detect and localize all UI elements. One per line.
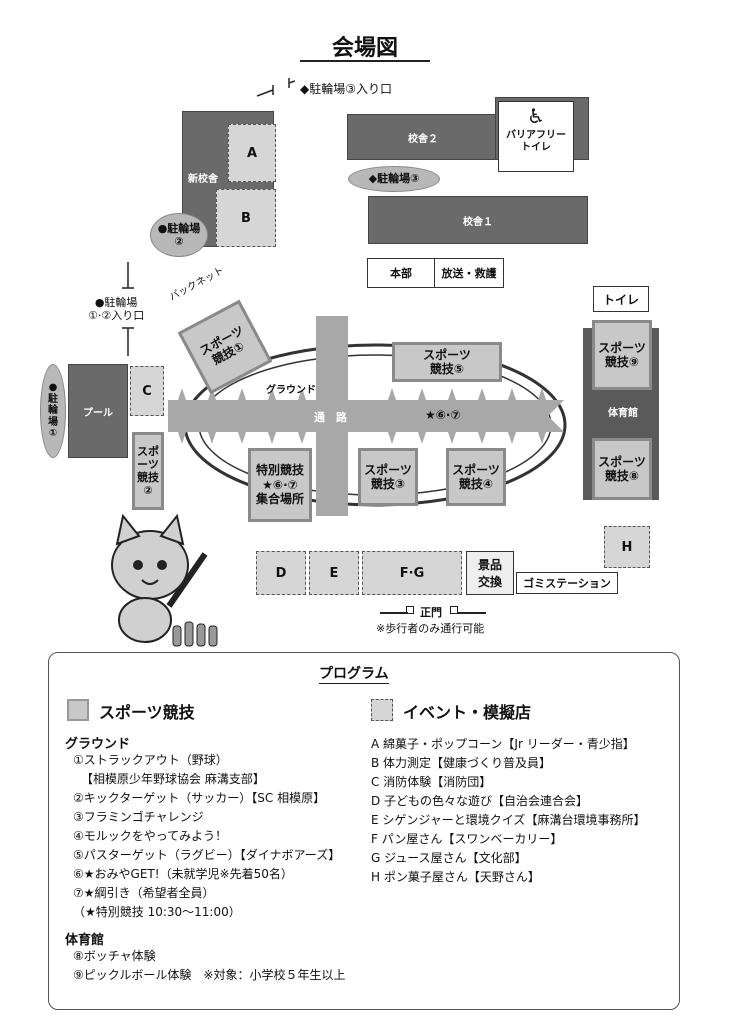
gym-heading: 体育館 [65,933,105,948]
sports-area-5: スポーツ 競技⑤ [392,342,502,382]
walkway-horizontal [168,380,564,452]
legend-event-label: イベント・模擬店 [403,703,532,722]
program-item-6: ⑥★おみやGET!（未就学児※先着50名） [73,867,293,881]
event-program-list: A 綿菓子・ポップコーン【Jr リーダー・青少指】 B 体力測定【健康づくり普及… [371,735,645,887]
sports-area-4: スポーツ 競技④ [446,448,506,506]
program-item-1-org: 【相模原少年野球協会 麻溝支部】 [81,772,265,786]
ground-label: グラウンド [266,385,316,396]
booth-c: C [130,366,164,416]
pool: プール [68,364,128,458]
program-box: プログラム スポーツ競技 イベント・模擬店 グラウンド ①ストラックアウト（野球… [48,652,680,1010]
bike-parking-1: ● 駐 輪 場 ① [40,364,66,458]
headquarters: 本部 [367,258,435,288]
bike12-entrance-post-bottom [122,326,134,356]
special-event-meeting-point: 特別競技 ★⑥·⑦ 集合場所 [248,448,312,522]
prize-exchange: 景品 交換 [466,551,514,595]
booth-h: H [604,526,650,568]
program-item-9: ⑨ピックルボール体験 ※対象：小学校５年生以上 [73,968,346,982]
pedestrian-note: ※歩行者のみ通行可能 [376,622,485,635]
program-item-5: ⑤パスターゲット（ラグビー）【ダイナボアーズ】 [73,848,341,862]
garbage-station: ゴミステーション [516,572,618,594]
bike-parking-2: ●駐輪場 ② [150,213,208,257]
booth-fg: F·G [362,551,462,595]
main-gate-line-right [458,612,486,614]
broadcast-first-aid: 放送・救護 [434,258,504,288]
event-item-e: E シゲンジャーと環境クイズ【麻溝台環境事務所】 [371,813,646,827]
booth-a: A [228,124,276,182]
event-item-h: H ポン菓子屋さん【天野さん】 [371,870,540,884]
event-item-d: D 子どもの色々な遊び【自治会連合会】 [371,794,589,808]
gate-marks [255,72,296,102]
event-item-g: G ジュース屋さん【文化部】 [371,851,527,865]
program-item-1: ①ストラックアウト（野球） [73,753,228,767]
backnet-label: バックネット [167,265,227,304]
bike-parking-3: ◆駐輪場③ [348,166,440,192]
legend-event-swatch [371,699,393,721]
walkway-vertical [316,316,348,516]
school-building-2: 校舎２ [347,114,499,160]
program-heading: プログラム [319,663,389,684]
program-item-3: ③フラミンゴチャレンジ [73,810,204,824]
wheelchair-icon: ♿ [527,104,545,128]
special-event-marker: ★⑥·⑦ [425,408,461,422]
sports-area-8: スポーツ 競技⑧ [592,438,652,500]
event-item-c: C 消防体験【消防団】 [371,775,492,789]
program-item-4: ④モルックをやってみよう！ [73,829,228,843]
booth-b: B [216,189,276,247]
booth-e: E [309,551,359,595]
barrier-free-toilet-label: バリアフリー トイレ [506,130,566,153]
gym-program-list: ⑧ボッチャ体験 ⑨ピックルボール体験 ※対象：小学校５年生以上 [73,947,345,985]
bike12-entrance-post-top [122,262,134,290]
event-item-f: F パン屋さん【スワンベーカリー】 [371,832,563,846]
program-item-8: ⑧ボッチャ体験 [73,949,156,963]
gate-post-left [406,606,414,614]
toilet: トイレ [593,286,649,312]
bike12-entrance-label: ●駐輪場 ①·②入り口 [88,296,145,323]
sports-area-2: スポーツ 競技② [132,432,164,510]
path-label: 通 路 [314,411,347,424]
new-school-label: 新校舎 [188,174,218,185]
mascot-cat-image [95,510,225,650]
program-item-2: ②キックターゲット（サッカー）【SC 相模原】 [73,791,326,805]
event-item-a: A 綿菓子・ポップコーン【Jr リーダー・青少指】 [371,737,635,751]
program-item-7: ⑦★綱引き（希望者全員） [73,886,215,900]
main-gate-line-left [380,612,408,614]
legend-sports-swatch [67,699,89,721]
page-title: 会場図 [300,32,430,62]
event-item-b: B 体力測定【健康づくり普及員】 [371,756,552,770]
main-gate-label: 正門 [420,606,442,619]
bike3-entrance-label: ◆駐輪場③入り口 [300,82,392,96]
sports-area-3: スポーツ 競技③ [358,448,418,506]
sports-area-9: スポーツ 競技⑨ [592,320,652,390]
special-event-time: （★特別競技 10:30〜11:00） [73,905,241,919]
legend-sports-label: スポーツ競技 [99,703,195,722]
booth-d: D [256,551,306,595]
barrier-free-toilet: ♿ バリアフリー トイレ [498,101,574,172]
ground-program-list: ①ストラックアウト（野球） 【相模原少年野球協会 麻溝支部】 ②キックターゲット… [73,751,340,922]
gym-label: 体育館 [608,408,638,419]
ground-heading: グラウンド [65,737,131,752]
school-building-1: 校舎１ [368,196,588,244]
gate-post-right [450,606,458,614]
